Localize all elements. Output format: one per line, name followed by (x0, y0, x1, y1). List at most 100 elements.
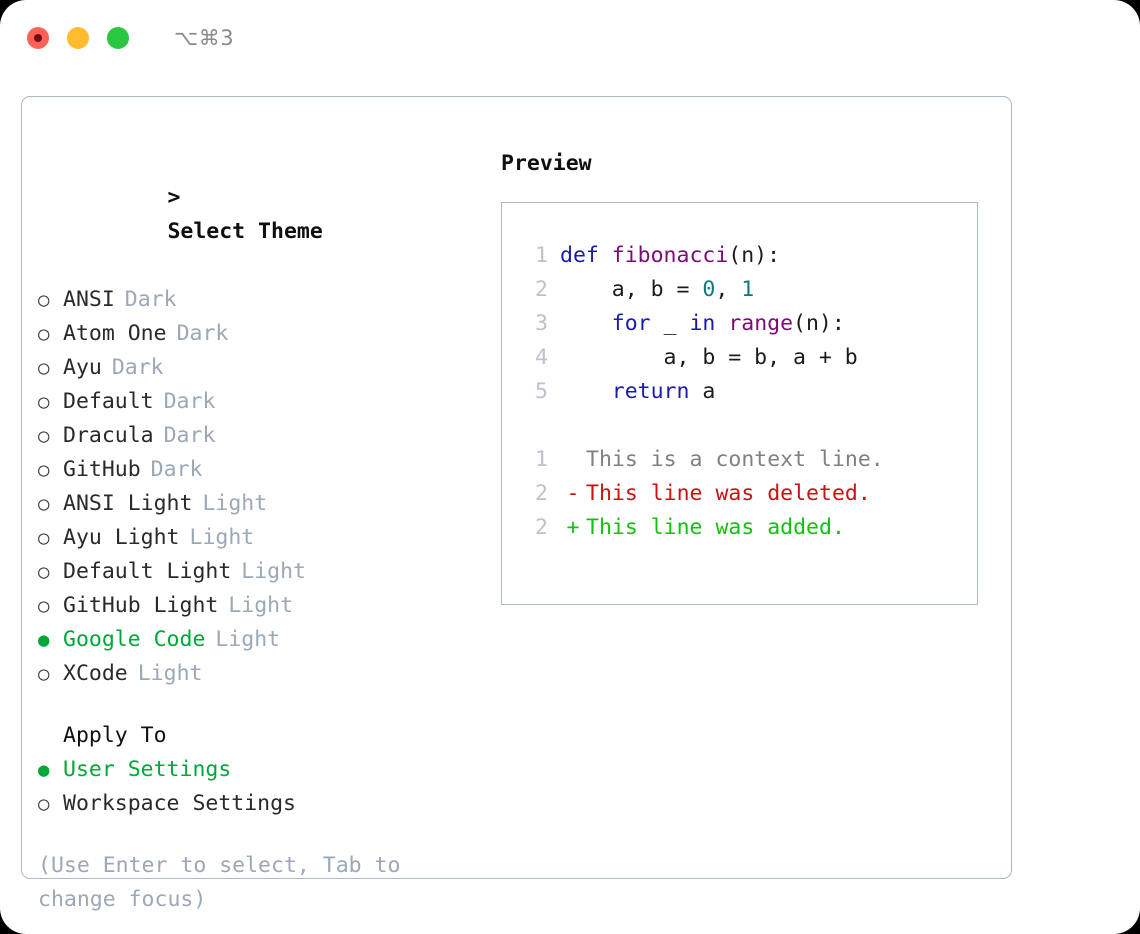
apply-to-option[interactable]: ○ Workspace Settings (38, 787, 488, 821)
line-number: 2 (535, 277, 548, 302)
code-token: (n): (793, 311, 845, 336)
keyboard-shortcut-label: ⌥⌘3 (174, 26, 235, 50)
theme-list-item[interactable]: ● Google Code Light (38, 623, 488, 657)
radio-unselected-icon: ○ (38, 663, 50, 685)
line-number: 3 (535, 311, 548, 336)
theme-kind-badge: Dark (150, 457, 203, 482)
code-token: return (611, 379, 690, 404)
code-line: 4 a, b = b, a + b (520, 341, 977, 375)
theme-list-item[interactable]: ○ Ayu Light Light (38, 521, 488, 555)
theme-kind-badge: Light (137, 661, 203, 686)
theme-kind-badge: Light (215, 627, 281, 652)
close-button-icon[interactable] (27, 27, 49, 49)
radio-selected-icon: ● (38, 759, 50, 781)
theme-name-label: ANSI Light (63, 491, 193, 516)
apply-to-option[interactable]: ● User Settings (38, 753, 488, 787)
diff-marker: + (566, 515, 580, 540)
theme-kind-badge: Dark (163, 389, 216, 414)
code-line: 5 return a (520, 375, 977, 409)
code-line-text: return a (560, 375, 716, 409)
diff-line: 2 +This line was added. (520, 511, 977, 545)
code-line: 2 a, b = 0, 1 (520, 273, 977, 307)
diff-line-text: This line was deleted. (586, 481, 871, 506)
apply-to-option-label: Workspace Settings (63, 791, 296, 816)
code-token: a, b = b, a + b (560, 345, 858, 370)
code-line-text: a, b = 0, 1 (560, 273, 754, 307)
code-line-text: def fibonacci(n): (560, 239, 780, 273)
theme-kind-badge: Dark (111, 355, 164, 380)
theme-kind-badge: Dark (176, 321, 229, 346)
theme-name-label: Dracula (63, 423, 154, 448)
diff-line-text: This line was added. (586, 515, 845, 540)
radio-unselected-icon: ○ (38, 527, 50, 549)
radio-unselected-icon: ○ (38, 357, 50, 379)
diff-line: 2-This line was deleted. (520, 477, 977, 511)
code-token: in (689, 311, 716, 336)
radio-unselected-icon: ○ (38, 391, 50, 413)
code-token: _ (650, 311, 690, 336)
preview-title: Preview (501, 151, 592, 176)
diff-line-text: This is a context line. (586, 447, 884, 472)
radio-unselected-icon: ○ (38, 561, 50, 583)
code-token: for (611, 311, 651, 336)
theme-name-label: Ayu Light (63, 525, 180, 550)
apply-to-option-label: User Settings (63, 757, 232, 782)
radio-unselected-icon: ○ (38, 595, 50, 617)
theme-name-label: ANSI (63, 287, 115, 312)
theme-list-item[interactable]: ○ GitHub Dark (38, 453, 488, 487)
theme-kind-badge: Light (228, 593, 294, 618)
radio-unselected-icon: ○ (38, 793, 50, 815)
minimize-button-icon[interactable] (67, 27, 89, 49)
code-line: 3 for _ in range(n): (520, 307, 977, 341)
traffic-light-buttons (27, 27, 129, 49)
prompt-marker: > (167, 185, 181, 210)
theme-name-label: Atom One (63, 321, 167, 346)
keyboard-hint-text: (Use Enter to select, Tab to change focu… (38, 853, 414, 912)
theme-name-label: GitHub Light (63, 593, 219, 618)
code-line-text: a, b = b, a + b (560, 341, 858, 375)
theme-kind-badge: Light (241, 559, 307, 584)
theme-kind-badge: Light (202, 491, 268, 516)
theme-name-label: Google Code (63, 627, 206, 652)
diff-sample: 1 This is a context line. 2-This line was … (520, 443, 977, 545)
apply-to-heading: Apply To (63, 723, 167, 748)
line-number: 5 (535, 379, 548, 404)
code-token: 0 (702, 277, 716, 302)
code-token (560, 311, 612, 336)
theme-name-label: Ayu (63, 355, 102, 380)
line-number: 2 (535, 481, 548, 506)
title-bar: ⌥⌘3 (0, 0, 1140, 76)
spacer (520, 409, 977, 443)
theme-name-label: GitHub (63, 457, 141, 482)
radio-unselected-icon: ○ (38, 323, 50, 345)
code-token: 1 (741, 277, 755, 302)
theme-kind-badge: Light (189, 525, 255, 550)
line-number: 1 (535, 447, 548, 472)
line-number: 2 (535, 515, 548, 540)
code-line: 1 def fibonacci(n): (520, 239, 977, 273)
radio-unselected-icon: ○ (38, 425, 50, 447)
radio-selected-icon: ● (38, 629, 50, 651)
theme-list-item[interactable]: ○ GitHub Light Light (38, 589, 488, 623)
theme-list-item[interactable]: ○ Atom One Dark (38, 317, 488, 351)
theme-list-item[interactable]: ○ Ayu Dark (38, 351, 488, 385)
theme-list-item[interactable]: ○ XCode Light (38, 657, 488, 691)
code-token (560, 379, 612, 404)
code-token: a (689, 379, 716, 404)
radio-unselected-icon: ○ (38, 459, 50, 481)
theme-name-label: XCode (63, 661, 128, 686)
line-number: 4 (535, 345, 548, 370)
code-token: (n): (728, 243, 781, 268)
maximize-button-icon[interactable] (107, 27, 129, 49)
line-number: 1 (535, 243, 548, 268)
